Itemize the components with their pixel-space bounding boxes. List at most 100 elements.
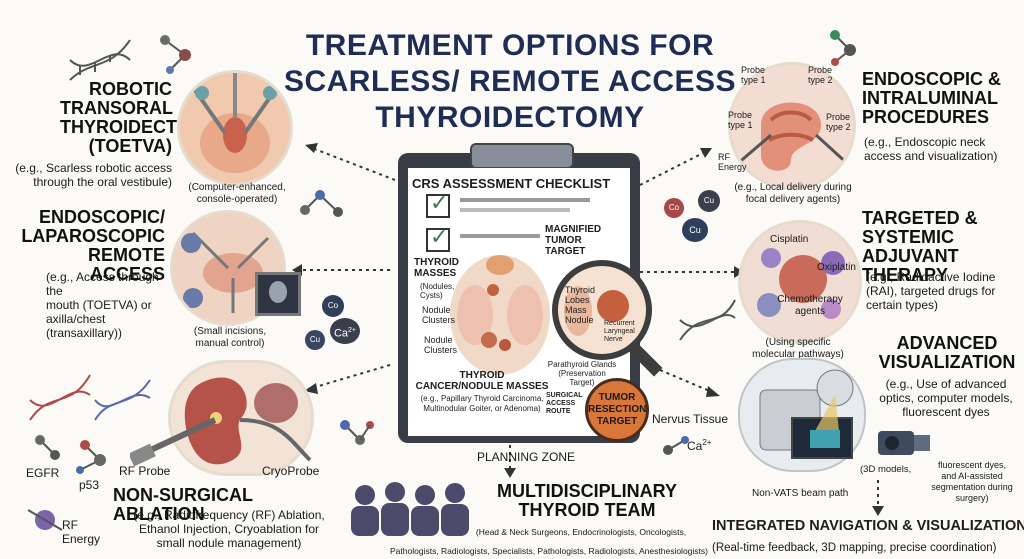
- check-mark-icon: ✓: [430, 224, 449, 249]
- endoscopic-desc-line: access and visualization): [864, 149, 998, 163]
- magnified-line: MAGNIFIED: [545, 224, 602, 235]
- targeted-desc-line: (RAI), targeted drugs for: [866, 284, 996, 298]
- connector-arrows: [300, 147, 879, 508]
- endo-lap-illustration: [170, 210, 286, 326]
- cancer-description: (e.g., Papillary Thyroid Carcinoma, Mult…: [412, 394, 552, 414]
- parathyroid-line: Parathyroid Glands: [547, 360, 617, 369]
- toetva-heading-line: (TOETVA): [88, 136, 172, 156]
- ion-calcium-right: Ca2+: [687, 438, 715, 460]
- page-title: TREATMENT OPTIONS FOR SCARLESS/ REMOTE A…: [250, 28, 770, 136]
- targeted-heading: TARGETED & SYSTEMIC ADJUVANT THERAPY: [862, 209, 1024, 285]
- thyroid-masses-line: THYROID: [414, 257, 459, 268]
- integrated-heading: INTEGRATED NAVIGATION & VISUALIZATION: [712, 518, 1024, 534]
- ablation-desc-line: small nodule management): [156, 536, 302, 550]
- endo-lap-heading-line: ENDOSCOPIC/: [38, 207, 165, 227]
- probe-type-2-side-label: Probe type 2: [826, 112, 851, 132]
- rf-energy-label: RF Energy: [62, 518, 100, 546]
- targeted-heading-line: SYSTEMIC: [862, 227, 955, 247]
- toetva-heading-line: THYROIDECTOMY: [60, 117, 218, 137]
- advanced-heading: ADVANCED VISUALIZATION: [872, 334, 1022, 372]
- probe-label-line: Probe: [826, 112, 851, 122]
- probe-type-1-top-label: Probe type 1: [741, 65, 766, 85]
- toetva-heading: ROBOTIC TRANSORAL THYROIDECTOMY (TOETVA): [60, 79, 218, 156]
- magnifying-glass-icon: [552, 260, 652, 360]
- rf-energy-line: RF: [718, 152, 730, 162]
- checklist-line: [460, 208, 570, 212]
- ion-ca-charge: 2+: [348, 327, 357, 334]
- nodule-clusters-line: Nodule: [422, 305, 451, 315]
- fluorescent-dyes-label: fluorescent dyes, and AI-assisted segmen…: [920, 460, 1024, 504]
- ion-ca-label: Ca: [333, 327, 349, 340]
- chemo-line: Chemotherapy: [777, 294, 843, 305]
- team-heading-line: MULTIDISCIPLINARY: [497, 481, 677, 501]
- clipboard-clip: [470, 143, 574, 169]
- toetva-description: (e.g., Scarless robotic access through t…: [2, 161, 172, 189]
- dna-helix-icon: [679, 299, 736, 341]
- check-mark-icon: ✓: [430, 190, 449, 215]
- team-specialties-line-1: (Head & Neck Surgeons, Endocrinologists,…: [475, 527, 687, 537]
- parathyroid-line: (Preservation: [558, 369, 606, 378]
- nodule-clusters-label-2: Nodule Clusters: [424, 335, 457, 355]
- parathyroid-label: Parathyroid Glands (Preservation Target): [542, 360, 622, 387]
- targeted-desc-line: (e.g., Radioactive Iodine: [866, 270, 996, 284]
- ion-cobalt-icon: Co: [664, 198, 684, 218]
- nodule-clusters-line: Nodule: [424, 335, 453, 345]
- probe-label-line: type 1: [741, 75, 766, 85]
- ablation-desc-line: Ethanol Injection, Cryoablation for: [138, 522, 320, 536]
- kidney-ablation-icon: [184, 377, 298, 465]
- toetva-heading-line: TRANSORAL: [60, 98, 173, 118]
- probe-label-line: Probe: [728, 110, 753, 120]
- team-people-icon: [351, 482, 469, 536]
- monitor-icon: [255, 272, 301, 316]
- tumor-icon: [564, 286, 629, 336]
- scanner-icon: [759, 369, 854, 459]
- advanced-heading-line: VISUALIZATION: [878, 352, 1016, 372]
- oxiplatin-label: Oxiplatin: [817, 262, 856, 273]
- targeted-description: (e.g., Radioactive Iodine (RAI), targete…: [866, 270, 1024, 312]
- ion-ca-label: Ca: [687, 439, 703, 453]
- team-heading-line: THYROID TEAM: [518, 500, 656, 520]
- probe-label-line: type 2: [826, 122, 851, 132]
- endo-lap-desc-line: (e.g., Access through the: [46, 270, 159, 298]
- probe-type-2-top-label: Probe type 2: [808, 65, 833, 85]
- surgical-route-line: SURGICAL: [546, 392, 583, 399]
- nervus-tissue-label: Nervus Tissue: [652, 412, 729, 426]
- team-heading: MULTIDISCIPLINARY THYROID TEAM: [482, 482, 692, 520]
- targeted-heading-line: TARGETED &: [862, 208, 978, 228]
- robotic-surgery-icon: [188, 73, 282, 173]
- 3d-models-label: (3D models,: [860, 464, 912, 475]
- toetva-heading-line: ROBOTIC: [89, 79, 172, 99]
- p53-label: p53: [79, 478, 100, 492]
- lens-label-line: Mass: [565, 305, 587, 315]
- cryo-probe-label: CryoProbe: [262, 464, 320, 478]
- chemotherapy-label: Chemotherapy agents: [770, 294, 850, 318]
- imaging-device-illustration: [738, 358, 866, 472]
- resection-line: TARGET: [596, 416, 638, 427]
- endoscopic-illustration: [728, 62, 856, 190]
- recurrent-line: Nerve: [604, 336, 623, 343]
- endo-lap-heading-line: LAPAROSCOPIC: [21, 226, 165, 246]
- cancer-heading-line: CANCER/NODULE MASSES: [415, 381, 549, 392]
- checkbox-1: [426, 194, 450, 218]
- endo-lap-caption: (Small incisions, manual control): [175, 326, 285, 350]
- toetva-caption-line: console-operated): [196, 194, 278, 205]
- dna-helix-icon: [69, 39, 131, 81]
- lens-label-line: Nodule: [565, 315, 594, 325]
- intestine-icon: [735, 102, 851, 171]
- endo-lap-desc-line: mouth (TOETVA) or: [46, 298, 152, 312]
- advanced-description: (e.g., Use of advanced optics, computer …: [870, 377, 1022, 419]
- cisplatin-label: Cisplatin: [770, 234, 809, 245]
- laparoscopic-surgery-icon: [181, 231, 270, 313]
- endoscopic-heading-line: ENDOSCOPIC &: [862, 69, 1002, 89]
- toetva-caption: (Computer-enhanced, console-operated): [182, 182, 292, 206]
- rf-energy-line: Energy: [718, 162, 747, 172]
- ion-calcium-icon: Ca2+: [330, 318, 360, 344]
- endoscopic-desc-line: (e.g., Endoscopic neck: [864, 135, 986, 149]
- endoscopic-caption-line: (e.g., Local delivery during: [734, 182, 852, 193]
- nodule-clusters-label-1: Nodule Clusters: [422, 305, 455, 325]
- surgical-route-label: SURGICAL ACCESS ROUTE: [546, 392, 583, 416]
- molecule-icon: [340, 420, 374, 445]
- targeted-therapy-illustration: [738, 220, 862, 344]
- toetva-desc-line: (e.g., Scarless robotic access: [15, 161, 172, 175]
- cancer-heading: THYROID CANCER/NODULE MASSES: [412, 370, 552, 392]
